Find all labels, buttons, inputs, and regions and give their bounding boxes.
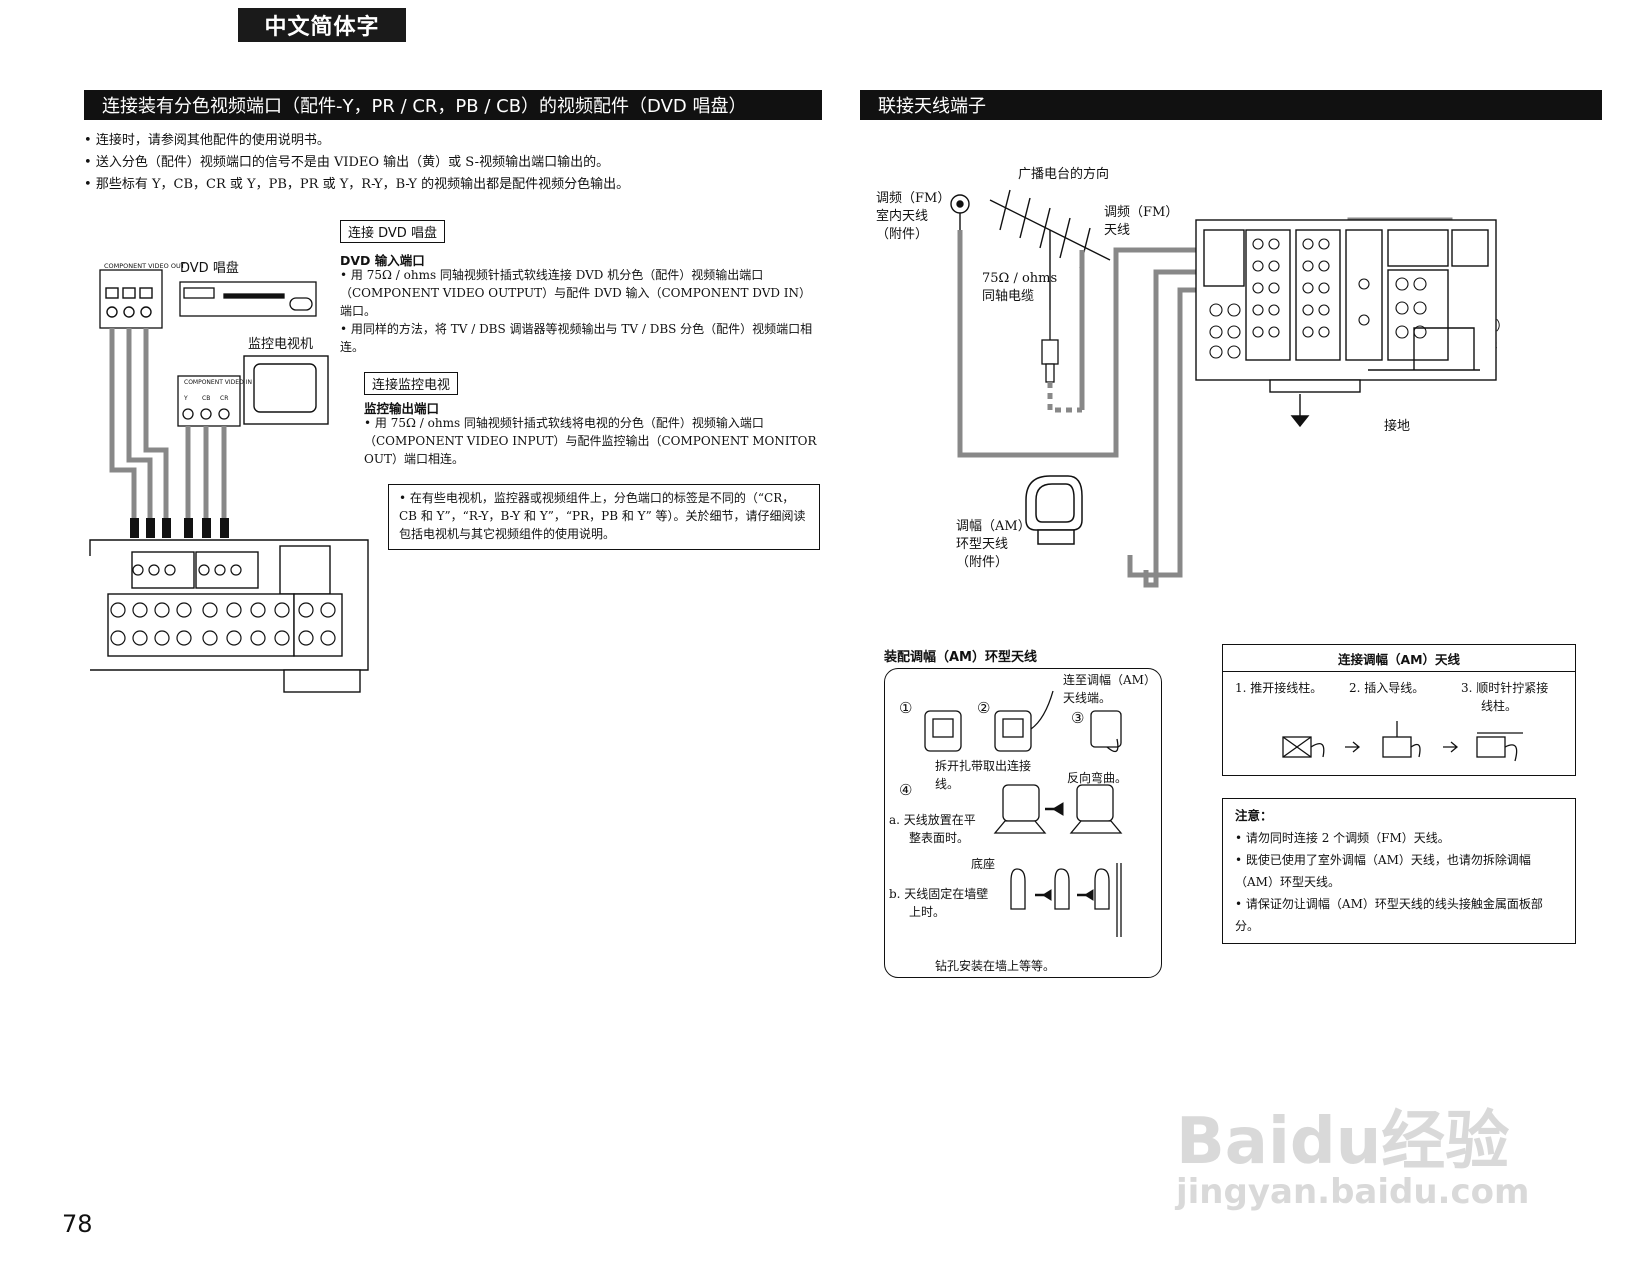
tv-component-in-panel xyxy=(177,375,241,427)
am-step-2: 2. 插入导线。 xyxy=(1349,681,1425,695)
jack-cr-label: CR xyxy=(220,395,228,402)
monitor-cables xyxy=(185,426,227,520)
step-4-number: ④ xyxy=(899,781,913,799)
step-4b-text: b. 天线固定在墙壁 上时。 xyxy=(889,887,989,919)
monitor-tv-label: 监控电视机 xyxy=(248,337,313,352)
station-direction-label: 广播电台的方向 xyxy=(1018,167,1110,182)
dvd-input-heading: DVD 输入端口 xyxy=(340,253,425,268)
right-section-title: 联接天线端子 xyxy=(860,90,1602,120)
dvd-player-illustration xyxy=(179,281,317,317)
language-tab: 中文简体字 xyxy=(238,8,406,42)
drill-mount-label: 钻孔安装在墙上等等。 xyxy=(935,959,1056,973)
dvd-cables xyxy=(109,328,169,520)
jack-y-label: Y xyxy=(183,395,188,402)
tv-in-jacks xyxy=(182,408,230,420)
step-4a-text: a. 天线放置在平 整表面时。 xyxy=(889,813,976,845)
ground-label: 接地 xyxy=(1384,419,1411,434)
dvd-player-label: DVD 唱盘 xyxy=(180,260,239,276)
dvd-bullet: • 用 75Ω / ohms 同轴视频针插式软线连接 DVD 机分色（配件）视频… xyxy=(340,268,812,318)
intro-bullet: 连接时，请参阅其他配件的使用说明书。 xyxy=(84,130,824,152)
coax-connector xyxy=(1041,310,1059,383)
receiver-rear-panel-antenna xyxy=(1195,219,1497,393)
comp-video-in-label: COMPONENT VIDEO IN xyxy=(184,379,252,386)
intro-bullet: 送入分色（配件）视频端口的信号不是由 VIDEO 输出（黄）或 S-视频输出端口… xyxy=(84,152,824,174)
monitor-bullet: • 用 75Ω / ohms 同轴视频针插式软线将电视的分色（配件）视频输入端口… xyxy=(364,416,817,466)
monitor-out-heading: 监控输出端口 xyxy=(364,401,440,416)
am-terminal-steps-illustration xyxy=(1282,721,1523,762)
fm-indoor-antenna xyxy=(950,194,970,230)
left-section-title: 连接装有分色视频端口（配件-Y，PR / CR，PB / CB）的视频配件（DV… xyxy=(84,90,822,120)
component-label-note: • 在有些电视机，监控器或视频组件上，分色端口的标签是不同的（“CR，CB 和 … xyxy=(388,484,820,550)
assemble-illustrations xyxy=(924,690,1123,937)
rear-panel-jacks xyxy=(1209,238,1427,359)
connect-am-antenna-title: 连接调幅（AM）天线 xyxy=(1223,645,1575,672)
jack-cb-label: CB xyxy=(202,395,210,402)
dvd-bullets: • 用 75Ω / ohms 同轴视频针插式软线连接 DVD 机分色（配件）视频… xyxy=(340,266,820,356)
intro-bullet: 那些标有 Y，CB，CR 或 Y，PB，PR 或 Y，R-Y，B-Y 的视频输出… xyxy=(84,174,824,196)
assemble-am-loop-panel: 连至调幅（AM） 天线端。 ① ② ③ ④ 拆开扎带取出连接线。 反向弯曲。 a… xyxy=(884,668,1162,978)
step-1-text: 拆开扎带取出连接线。 xyxy=(935,759,1032,791)
page-number: 78 xyxy=(62,1210,93,1238)
dvd-connect-label: 连接 DVD 唱盘 xyxy=(340,220,445,243)
am-loop-antenna-label: 调幅（AM） 环型天线 （附件） xyxy=(956,519,1031,570)
cable-plugs xyxy=(130,518,229,538)
dvd-out-jacks xyxy=(105,287,153,318)
am-step-3: 3. 顺时针拧紧接 线柱。 xyxy=(1461,681,1549,713)
antenna-connection-diagram xyxy=(950,189,1497,588)
comp-video-out-label: COMPONENT VIDEO OUT xyxy=(104,262,185,270)
base-label: 底座 xyxy=(971,857,996,871)
watermark-url: jingyan.baidu.com xyxy=(1176,1172,1530,1212)
dvd-component-out-panel xyxy=(99,269,163,329)
caution-item: • 请勿同时连接 2 个调频（FM）天线。 xyxy=(1235,831,1450,845)
connect-am-antenna-panel: 连接调幅（AM）天线 1. 推开接线柱。 2. 插入导线。 3. 顺时针拧紧接 … xyxy=(1222,644,1576,776)
step-1-number: ① xyxy=(899,699,913,717)
step-3-text: 反向弯曲。 xyxy=(1067,771,1128,785)
fm-antenna-label: 调频（FM） 天线 xyxy=(1104,205,1179,238)
assemble-am-loop-title: 装配调幅（AM）环型天线 xyxy=(884,650,1037,665)
monitor-tv-illustration xyxy=(243,355,329,425)
fm-outdoor-antenna xyxy=(989,189,1111,310)
left-intro-bullets: 连接时，请参阅其他配件的使用说明书。 送入分色（配件）视频端口的信号不是由 VI… xyxy=(84,130,824,196)
monitor-bullets: • 用 75Ω / ohms 同轴视频针插式软线将电视的分色（配件）视频输入端口… xyxy=(364,414,820,468)
monitor-connect-label: 连接监控电视 xyxy=(364,372,459,395)
dvd-monitor-connection-diagram: COMPONENT VIDEO OUT DVD 唱盘 监控电视机 COMPONE… xyxy=(89,260,369,693)
coax-cable-label: 75Ω / ohms 同轴电缆 xyxy=(982,271,1058,304)
am-step-1: 1. 推开接线柱。 xyxy=(1235,681,1323,695)
am-loop-antenna xyxy=(1025,475,1083,545)
caution-heading: 注意： xyxy=(1235,808,1273,823)
receiver-jacks xyxy=(110,564,336,646)
step-3-number: ③ xyxy=(1071,709,1085,727)
step-2-number: ② xyxy=(977,699,991,717)
caution-panel: 注意： • 请勿同时连接 2 个调频（FM）天线。 • 既使已使用了室外调幅（A… xyxy=(1222,798,1576,944)
fm-indoor-antenna-label: 调频（FM） 室内天线 （附件） xyxy=(876,191,951,242)
am-outdoor-antenna xyxy=(1290,327,1480,428)
connect-to-terminal-label: 连至调幅（AM） 天线端。 xyxy=(1063,673,1156,705)
watermark-brand: Baidu经验 xyxy=(1176,1105,1510,1179)
dvd-bullet: • 用同样的方法，将 TV / DBS 调谐器等视频输出与 TV / DBS 分… xyxy=(340,322,813,354)
caution-item: • 请保证勿让调幅（AM）环型天线的线头接触金属面板部分。 xyxy=(1235,897,1543,933)
caution-item: • 既使已使用了室外调幅（AM）天线，也请勿拆除调幅（AM）环型天线。 xyxy=(1235,853,1531,889)
